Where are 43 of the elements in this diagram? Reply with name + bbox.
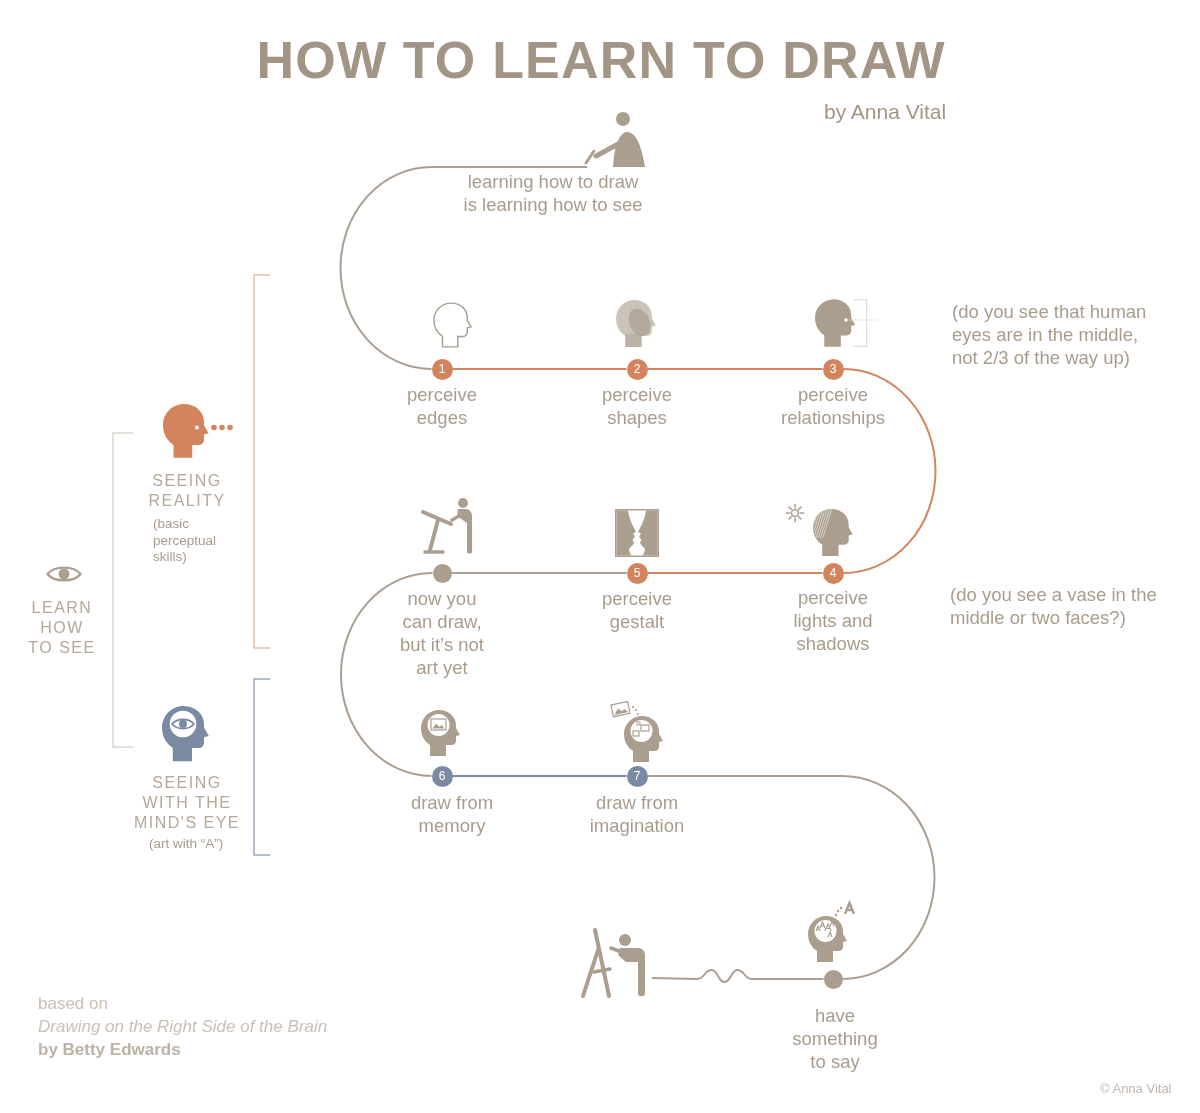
path-line <box>842 368 937 574</box>
step-caption: perceive shapes <box>601 383 673 429</box>
section-heading: LEARN HOW TO SEE <box>27 598 97 658</box>
path-line <box>646 572 824 574</box>
step-caption: perceive lights and shadows <box>792 586 874 655</box>
path-line <box>646 775 936 980</box>
path-line <box>451 368 628 370</box>
drawing-person-icon <box>583 111 647 167</box>
step-caption: perceive relationships <box>780 383 886 429</box>
step-caption: perceive gestalt <box>601 587 673 633</box>
step-caption: have something to say <box>791 1004 879 1073</box>
path-line <box>450 572 628 574</box>
side-note: (do you see that human eyes are in the middle, not 2/3 of the way up) <box>952 300 1148 369</box>
path-line <box>339 166 588 370</box>
source-note: based on <box>38 993 109 1015</box>
motto-text: learning how to draw is learning how to see <box>463 170 643 216</box>
path-line <box>651 969 825 983</box>
path-line <box>646 368 824 370</box>
step-caption: draw from imagination <box>589 791 685 837</box>
step-marker: 2 <box>626 358 648 380</box>
step-marker: 1 <box>431 358 453 380</box>
step-marker: 7 <box>626 765 648 787</box>
book-title: Drawing on the Right Side of the Brain <box>38 1016 329 1038</box>
step-caption: draw from memory <box>410 791 494 837</box>
path-line <box>340 572 434 777</box>
section-heading: SEEING REALITY <box>147 471 227 511</box>
step-caption: perceive edges <box>406 383 478 429</box>
section-note: (art with “A”) <box>149 836 225 853</box>
milestone-dot <box>823 969 843 989</box>
side-note: (do you see a vase in the middle or two faces?) <box>950 583 1158 629</box>
step-marker: 6 <box>431 765 453 787</box>
author-credit: by Anna Vital <box>824 100 948 124</box>
step-marker: 4 <box>822 562 844 584</box>
copyright-note: © Anna Vital <box>1100 1081 1173 1096</box>
path-line <box>451 775 628 777</box>
section-heading: SEEING WITH THE MIND'S EYE <box>133 773 241 833</box>
title: HOW TO LEARN TO DRAW <box>256 34 947 86</box>
milestone-dot <box>432 563 452 583</box>
step-marker: 3 <box>822 358 844 380</box>
author-name: by Betty Edwards <box>38 1039 182 1061</box>
step-marker: 5 <box>626 562 648 584</box>
section-note: (basic perceptual skills) <box>153 516 218 566</box>
step-caption: now you can draw, but it’s not art yet <box>399 587 485 679</box>
